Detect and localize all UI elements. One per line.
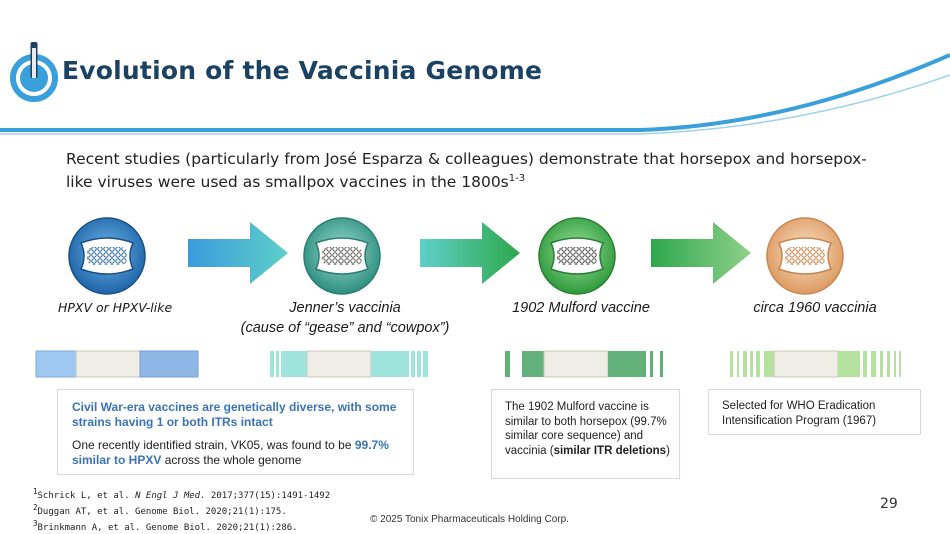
civil-war-bold-text: Civil War-era vaccines are genetically d… [72,400,397,429]
intro-text: Recent studies (particularly from José E… [66,149,886,192]
mulford-virus-icon [538,217,616,295]
references: 1Schrick L, et al. N Engl J Med. 2017;37… [33,486,330,534]
page-number: 29 [880,496,898,512]
reference-journal: N Engl J Med. [135,491,206,501]
power-button-logo-icon [10,42,58,102]
jenner-label-line1: Jenner’s vaccinia [289,300,401,316]
hpxv-label: HPXV or HPXV-like [58,300,173,315]
jenner-genome-bar [270,350,428,378]
hpxv-genome-bar [35,350,199,378]
right-arrow-icon [188,222,288,284]
who-info-text: Selected for WHO Eradication Intensifica… [722,400,877,427]
circa-1960-label: circa 1960 vaccinia [753,300,877,316]
reference-text-after: 2017;377(15):1491-1492 [205,491,331,501]
reference-text: Brinkmann A, et al. Genome Biol. 2020;21… [37,523,298,533]
reference-1: 1Schrick L, et al. N Engl J Med. 2017;37… [33,486,330,502]
mulford-info-box: The 1902 Mulford vaccine is similar to b… [491,389,680,479]
civil-war-detail-after: across the whole genome [161,453,302,467]
mulford-text-after: ) [666,444,670,457]
right-arrow-icon [420,222,520,284]
intro-text-body: Recent studies (particularly from José E… [66,150,867,192]
vaccinia-1960-genome-bar [730,350,901,378]
civil-war-highlight: 99.7% similar to HPXV [72,438,389,467]
reference-sup: 1 [33,487,38,496]
copyright-notice: © 2025 Tonix Pharmaceuticals Holding Cor… [370,514,569,525]
hpxv-virus-icon [68,217,146,295]
mulford-bold: similar ITR deletions [553,444,667,457]
jenner-label-line2: (cause of “gease” and “cowpox”) [240,320,450,336]
civil-war-info-box: Civil War-era vaccines are genetically d… [57,389,414,475]
mulford-text-before: The 1902 Mulford vaccine is similar to b… [505,401,667,457]
mulford-label: 1902 Mulford vaccine [512,300,650,316]
reference-text: Schrick L, et al. [37,491,136,501]
civil-war-detail-before: One recently identified strain, VK05, wa… [72,438,355,452]
reference-2: 2Duggan AT, et al. Genome Biol. 2020;21(… [33,502,330,518]
who-info-box: Selected for WHO Eradication Intensifica… [708,389,921,435]
intro-superscript: 1-3 [508,173,526,184]
vaccinia-1960-virus-icon [766,217,844,295]
reference-3: 3Brinkmann A, et al. Genome Biol. 2020;2… [33,518,330,534]
reference-sup: 2 [33,503,38,512]
mulford-info-text: The 1902 Mulford vaccine is similar to b… [505,400,673,458]
civil-war-detail-text: One recently identified strain, VK05, wa… [72,438,407,468]
reference-text: Duggan AT, et al. Genome Biol. 2020;21(1… [37,507,287,517]
jenner-label: Jenner’s vaccinia (cause of “gease” and … [220,298,470,338]
header-curve-decoration [0,53,950,135]
mulford-genome-bar [505,350,663,378]
jenner-vaccinia-virus-icon [303,217,381,295]
right-arrow-icon [651,222,751,284]
reference-sup: 3 [33,519,38,528]
slide-title: Evolution of the Vaccinia Genome [62,56,543,85]
